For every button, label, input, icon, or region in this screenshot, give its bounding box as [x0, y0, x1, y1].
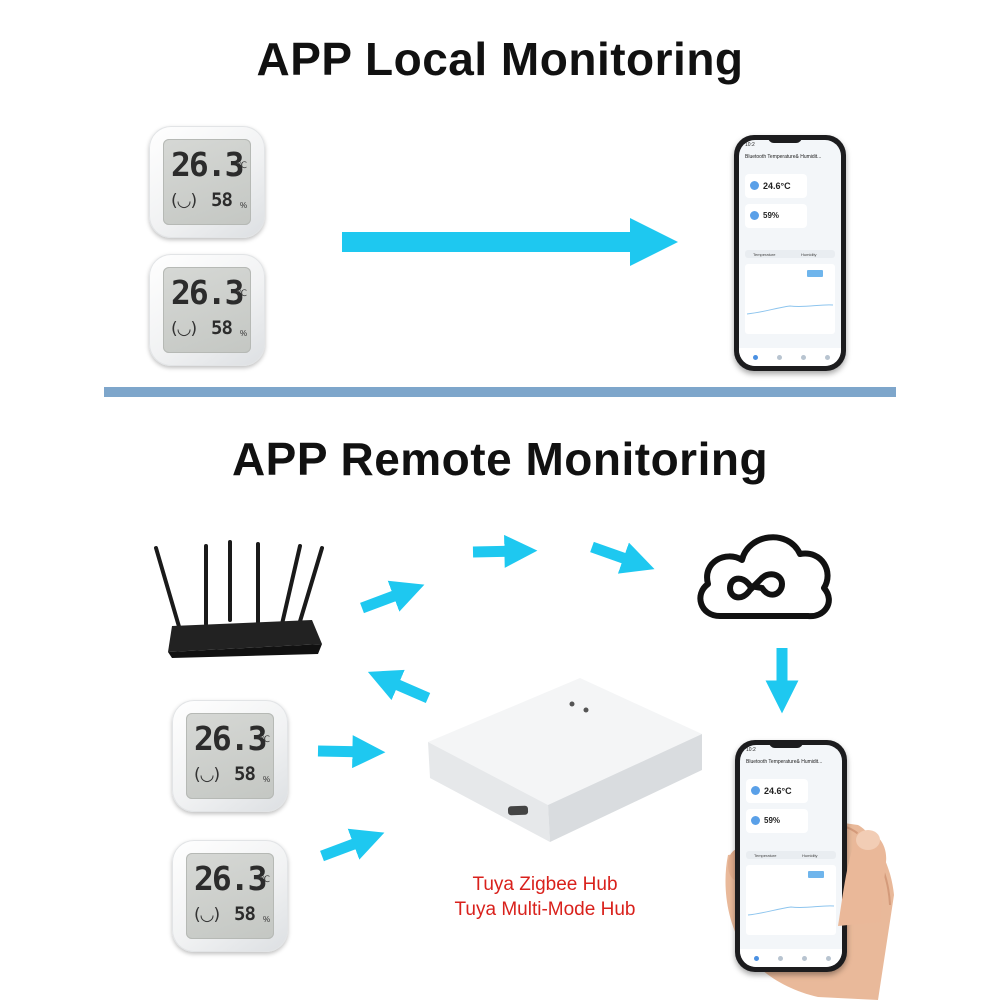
- status-time: 10:2: [746, 747, 756, 753]
- comfort-face-icon: (◡): [171, 191, 197, 211]
- humidity-reading: 58: [234, 903, 256, 925]
- tab-temperature[interactable]: Temperature: [754, 853, 777, 858]
- chart-tabs[interactable]: Temperature Humidity: [745, 250, 835, 258]
- arrow-to-cloud-icon: [590, 541, 655, 574]
- nav-icon[interactable]: [826, 956, 831, 961]
- hub-label-multimode: Tuya Multi-Mode Hub: [454, 899, 636, 920]
- app-temperature: 24.6°C: [763, 181, 791, 191]
- section-divider: [104, 387, 896, 397]
- phone-app-local: 10:2 Bluetooth Temperature& Humidit... 2…: [734, 135, 846, 371]
- history-graph: [745, 264, 835, 334]
- arrow-right-icon: [342, 218, 682, 266]
- nav-icon[interactable]: [801, 355, 806, 360]
- thermometer-icon: [751, 786, 760, 795]
- nav-home-icon[interactable]: [754, 956, 759, 961]
- lcd-screen: 26.3 ℃ (◡) 58 %: [186, 713, 274, 799]
- arrow-thermo1-to-hub-icon: [317, 735, 386, 769]
- comfort-face-icon: (◡): [171, 319, 197, 339]
- bottom-nav: [740, 949, 842, 967]
- thermometer-icon: [750, 181, 759, 190]
- phone-screen: 10:2 Bluetooth Temperature& Humidit... 2…: [739, 140, 841, 366]
- temperature-reading: 26.3: [194, 859, 267, 898]
- humidity-card: 59%: [746, 809, 808, 833]
- local-monitoring-title: APP Local Monitoring: [256, 33, 744, 85]
- arrow-thermo2-to-hub-icon: [320, 828, 385, 862]
- lcd-screen: 26.3 ℃ (◡) 58 %: [163, 267, 251, 353]
- humidity-reading: 58: [211, 189, 233, 211]
- thermometer-device: 26.3 ℃ (◡) 58 %: [149, 254, 265, 366]
- arrow-router-up-icon: [360, 580, 425, 614]
- phone-app-remote: 10:2 Bluetooth Temperature& Humidit... 2…: [735, 740, 847, 972]
- humidity-unit: %: [240, 329, 248, 338]
- humidity-card: 59%: [745, 204, 807, 228]
- thermometer-device: 26.3 ℃ (◡) 58 %: [172, 700, 288, 812]
- tab-humidity[interactable]: Humidity: [802, 853, 818, 858]
- temperature-card: 24.6°C: [745, 174, 807, 198]
- history-graph: [746, 865, 836, 935]
- humidity-unit: %: [263, 915, 271, 924]
- phone-notch: [769, 740, 803, 748]
- app-title: Bluetooth Temperature& Humidit...: [745, 154, 822, 160]
- app-temperature: 24.6°C: [764, 786, 792, 796]
- nav-icon[interactable]: [802, 956, 807, 961]
- lcd-screen: 26.3 ℃ (◡) 58 %: [186, 853, 274, 939]
- thumb: [828, 822, 898, 937]
- thermometer-device: 26.3 ℃ (◡) 58 %: [172, 840, 288, 952]
- thermometer-device: 26.3 ℃ (◡) 58 %: [149, 126, 265, 238]
- temperature-reading: 26.3: [171, 273, 244, 312]
- humidity-unit: %: [240, 201, 248, 210]
- tab-temperature[interactable]: Temperature: [753, 252, 776, 257]
- comfort-face-icon: (◡): [194, 765, 220, 785]
- phone-screen: 10:2 Bluetooth Temperature& Humidit... 2…: [740, 745, 842, 967]
- router-icon: [150, 540, 330, 665]
- temperature-unit: ℃: [260, 735, 271, 745]
- arrow-router-right-icon: [472, 534, 538, 568]
- humidity-reading: 58: [211, 317, 233, 339]
- status-time: 10:2: [745, 142, 755, 148]
- hub-device-icon: [420, 670, 710, 850]
- tab-humidity[interactable]: Humidity: [801, 252, 817, 257]
- hub-label-zigbee: Tuya Zigbee Hub: [472, 874, 618, 895]
- nav-icon[interactable]: [825, 355, 830, 360]
- cloud-infinity-icon: [690, 516, 835, 631]
- temperature-card: 24.6°C: [746, 779, 808, 803]
- humidity-icon: [751, 816, 760, 825]
- bottom-nav: [739, 348, 841, 366]
- temperature-reading: 26.3: [194, 719, 267, 758]
- humidity-reading: 58: [234, 763, 256, 785]
- app-title: Bluetooth Temperature& Humidit...: [746, 759, 823, 765]
- humidity-icon: [750, 211, 759, 220]
- app-humidity: 59%: [763, 211, 780, 220]
- temperature-reading: 26.3: [171, 145, 244, 184]
- temperature-unit: ℃: [260, 875, 271, 885]
- humidity-unit: %: [263, 775, 271, 784]
- nav-icon[interactable]: [778, 956, 783, 961]
- lcd-screen: 26.3 ℃ (◡) 58 %: [163, 139, 251, 225]
- phone-notch: [768, 135, 802, 143]
- temperature-unit: ℃: [237, 289, 248, 299]
- temperature-unit: ℃: [237, 161, 248, 171]
- nav-icon[interactable]: [777, 355, 782, 360]
- chart-tabs[interactable]: Temperature Humidity: [746, 851, 836, 859]
- app-humidity: 59%: [764, 816, 781, 825]
- comfort-face-icon: (◡): [194, 905, 220, 925]
- nav-home-icon[interactable]: [753, 355, 758, 360]
- remote-monitoring-title: APP Remote Monitoring: [231, 433, 769, 485]
